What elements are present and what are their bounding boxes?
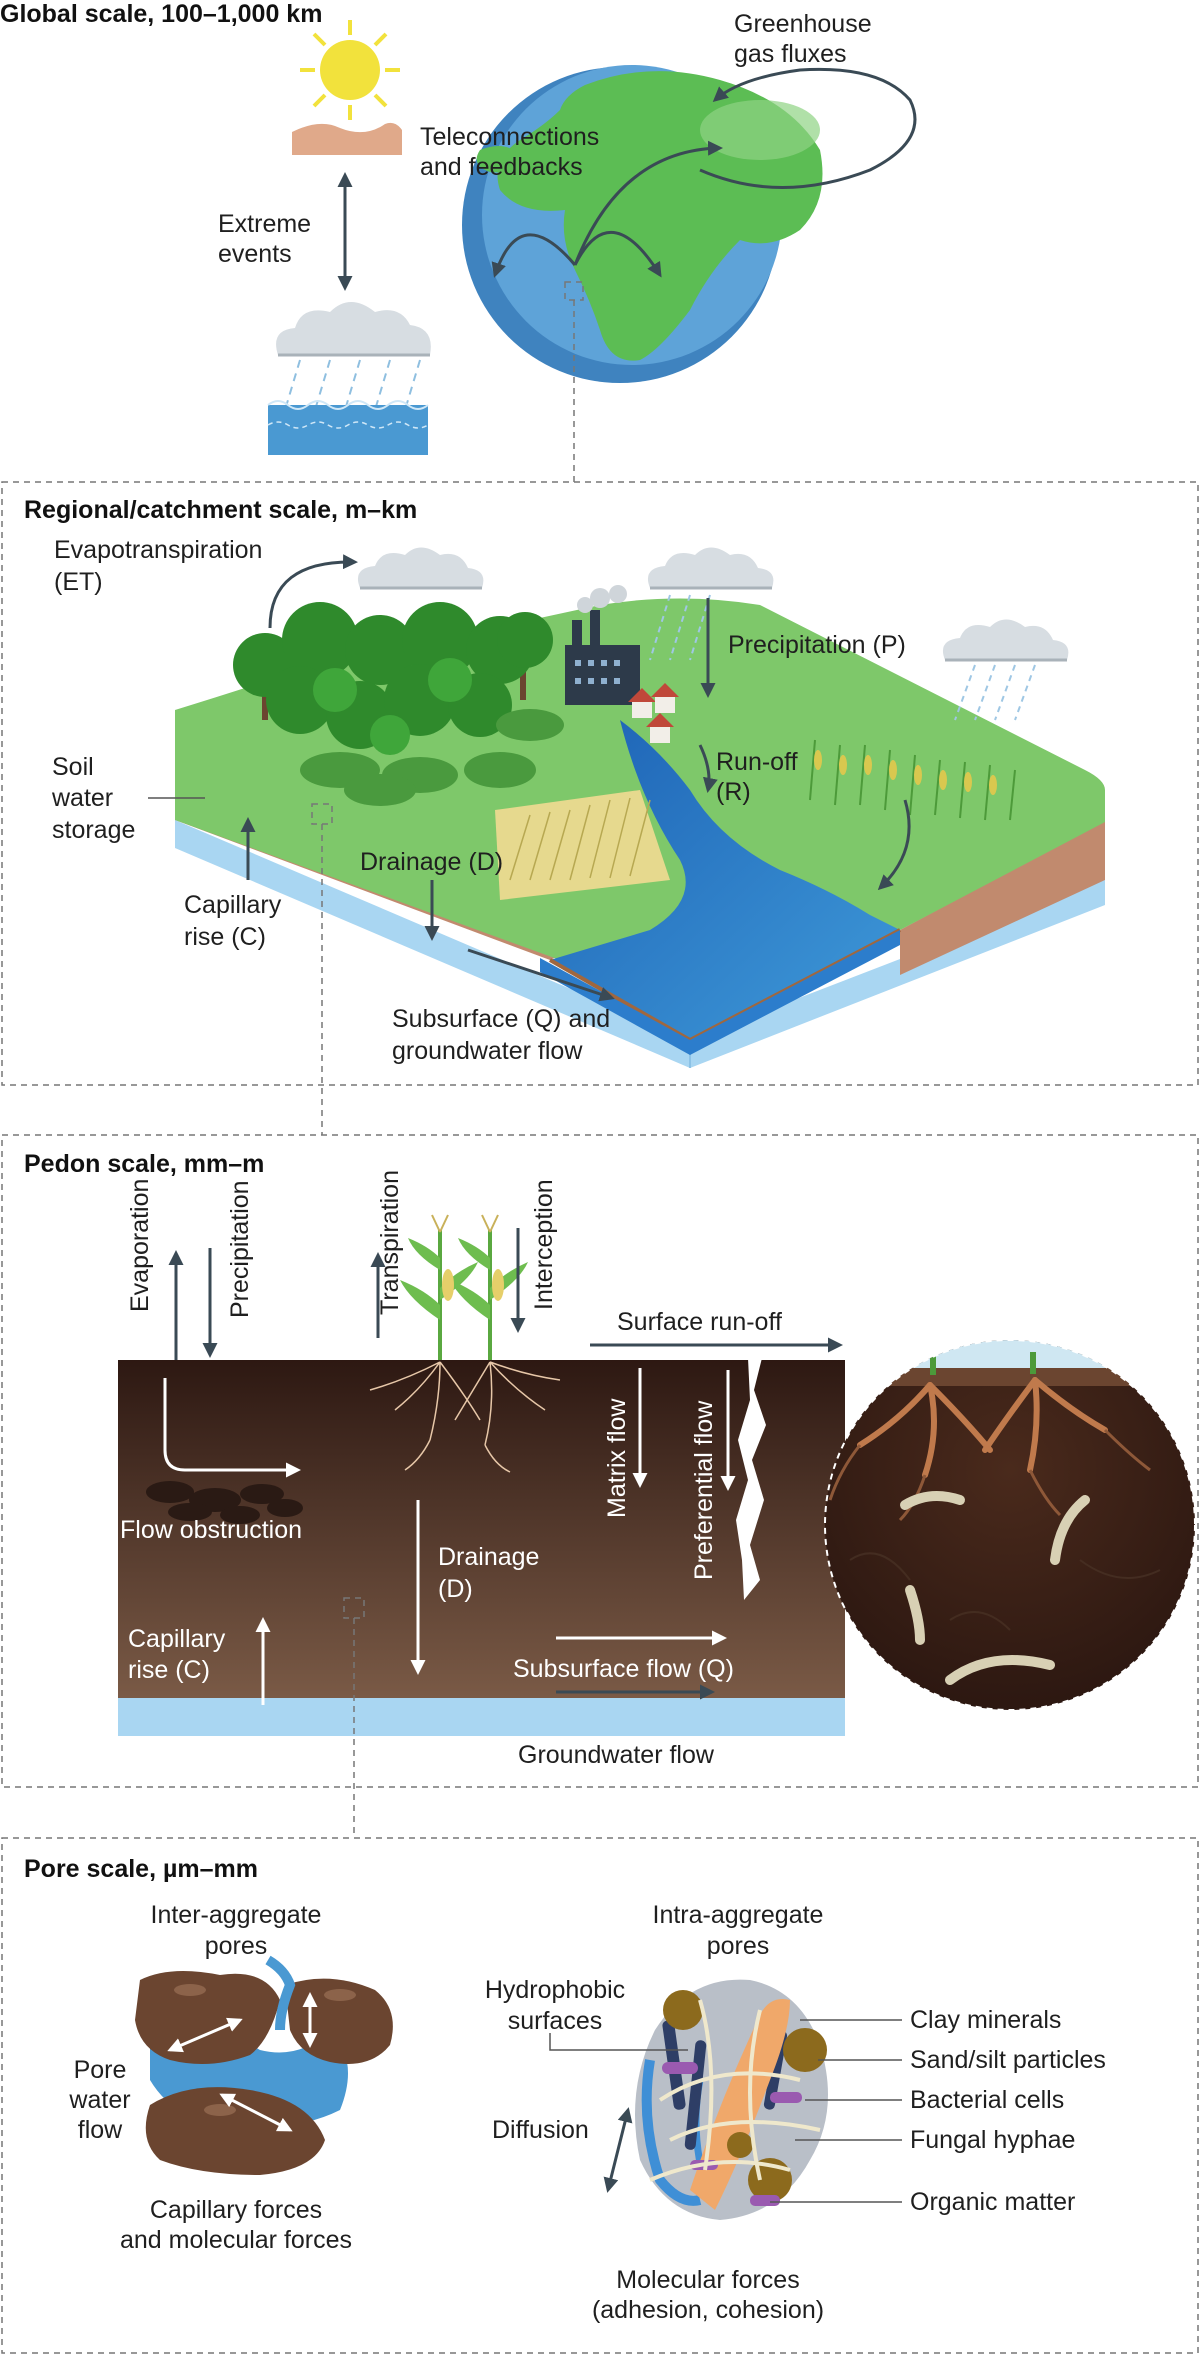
catchment-landscape — [175, 585, 1105, 1068]
soil-storage-label-2: water — [51, 784, 113, 812]
molecular-forces-label-2: (adhesion, cohesion) — [592, 2296, 824, 2324]
clay-minerals-label: Clay minerals — [910, 2006, 1061, 2034]
teleconnection-arrows — [491, 140, 723, 278]
subsurface-label-2: groundwater flow — [392, 1037, 583, 1065]
runoff-arrow — [698, 744, 718, 793]
global-scale-section: Global scale, 100–1,000 km Extreme event… — [0, 0, 917, 482]
evapotranspiration-arrow — [268, 554, 358, 629]
forest-icon — [233, 602, 564, 806]
precipitation-label-pedon: Precipitation — [226, 1180, 254, 1318]
transpiration-label: Transpiration — [376, 1170, 404, 1315]
flow-obstruction-arrow — [163, 1378, 301, 1478]
teleconnections-label-2: and feedbacks — [420, 153, 583, 181]
cloud-icon — [357, 547, 484, 590]
soil-storage-label: Soil — [52, 753, 94, 781]
capillary-label: Capillary — [184, 891, 282, 919]
pedon-scale-title: Pedon scale, mm–m — [24, 1150, 264, 1178]
capillary-label-pedon-2: rise (C) — [128, 1656, 210, 1684]
intra-aggregate-icon — [635, 1979, 828, 2220]
pore-water-label-3: flow — [78, 2116, 123, 2144]
pore-scale-section: Pore scale, µm–mm Inter-aggregate pores … — [1, 1837, 1199, 2354]
groundwater-layer — [118, 1698, 845, 1736]
subsurface-label-pedon: Subsurface flow (Q) — [513, 1655, 734, 1683]
capillary-forces-label: Capillary forces — [150, 2196, 322, 2224]
sand-silt-label: Sand/silt particles — [910, 2046, 1106, 2074]
inter-aggregate-label-2: pores — [205, 1932, 268, 1960]
dry-land-icon — [292, 122, 402, 155]
greenhouse-flux-arrow — [699, 67, 917, 189]
diffusion-label: Diffusion — [492, 2116, 589, 2144]
runoff-label-2: (R) — [716, 778, 751, 806]
pore-frame — [1, 1837, 1199, 2354]
intra-aggregate-label-2: pores — [707, 1932, 770, 1960]
extreme-events-label: Extreme — [218, 210, 311, 238]
diffusion-arrow — [603, 2107, 633, 2193]
pedon-frame — [1, 1134, 1199, 1788]
surface-runoff-label: Surface run-off — [617, 1308, 782, 1336]
runoff-label: Run-off — [716, 748, 798, 776]
factory-icon — [565, 585, 640, 705]
matrix-flow-label: Matrix flow — [603, 1398, 631, 1518]
preferential-flow-crack — [736, 1358, 766, 1600]
evaporation-label: Evaporation — [126, 1179, 154, 1312]
subsurface-label: Subsurface (Q) and — [392, 1005, 610, 1033]
bacterial-cells-label: Bacterial cells — [910, 2086, 1064, 2114]
preferential-flow-label: Preferential flow — [690, 1400, 718, 1580]
soil-aggregates-icon — [135, 1955, 393, 2175]
drainage-label: Drainage (D) — [360, 848, 503, 876]
rain-cloud-icon-2 — [647, 547, 774, 661]
pore-water-label: Pore — [74, 2056, 127, 2084]
slope-runoff-arrow — [877, 799, 911, 891]
pedon-scale-section: Pedon scale, mm–m — [1, 1134, 1199, 1838]
pore-scale-title: Pore scale, µm–mm — [24, 1855, 258, 1883]
regional-frame — [1, 481, 1199, 1086]
hydrophobic-label-2: surfaces — [508, 2007, 602, 2035]
pore-water-label-2: water — [68, 2086, 130, 2114]
pore-leader-lines — [549, 2019, 902, 2203]
intra-aggregate-label: Intra-aggregate — [653, 1901, 824, 1929]
corn-plants-icon — [400, 1214, 528, 1360]
molecular-forces-label: Molecular forces — [616, 2266, 799, 2294]
global-scale-title: Global scale, 100–1,000 km — [0, 0, 322, 28]
flow-obstruction-rocks — [146, 1481, 303, 1524]
flow-obstruction-label: Flow obstruction — [120, 1516, 302, 1544]
fungal-hyphae-label: Fungal hyphae — [910, 2126, 1075, 2154]
drainage-label-pedon-2: (D) — [438, 1575, 473, 1603]
teleconnections-label: Teleconnections — [420, 123, 599, 151]
interception-label: Interception — [530, 1179, 558, 1310]
subsurface-flow-arrow — [467, 948, 615, 1002]
greenhouse-label: Greenhouse — [734, 10, 872, 38]
capillary-label-pedon: Capillary — [128, 1625, 226, 1653]
capillary-forces-label-2: and molecular forces — [120, 2226, 352, 2254]
soil-storage-label-3: storage — [52, 816, 135, 844]
sun-icon — [300, 20, 400, 120]
drainage-label-pedon: Drainage — [438, 1543, 539, 1571]
organic-matter-label: Organic matter — [910, 2188, 1075, 2216]
earth-globe-icon — [462, 65, 823, 383]
evapotranspiration-label: Evapotranspiration — [54, 536, 262, 564]
flood-water-icon — [267, 400, 429, 455]
hydrophobic-label: Hydrophobic — [485, 1976, 625, 2004]
roots-icon — [369, 1361, 561, 1473]
rain-cloud-icon — [276, 302, 431, 411]
regional-scale-section: Regional/catchment scale, m–km — [1, 481, 1199, 1135]
greenhouse-label-2: gas fluxes — [734, 40, 847, 68]
evapotranspiration-label-2: (ET) — [54, 568, 103, 596]
regional-scale-title: Regional/catchment scale, m–km — [24, 496, 417, 524]
groundwater-label: Groundwater flow — [518, 1741, 715, 1769]
houses-icon — [628, 683, 679, 743]
rain-cloud-icon-3 — [942, 619, 1069, 721]
inter-aggregate-label: Inter-aggregate — [151, 1901, 322, 1929]
capillary-label-2: rise (C) — [184, 923, 266, 951]
precipitation-label: Precipitation (P) — [728, 631, 906, 659]
extreme-events-label-2: events — [218, 240, 292, 268]
root-zone-magnifier — [824, 1339, 1196, 1711]
